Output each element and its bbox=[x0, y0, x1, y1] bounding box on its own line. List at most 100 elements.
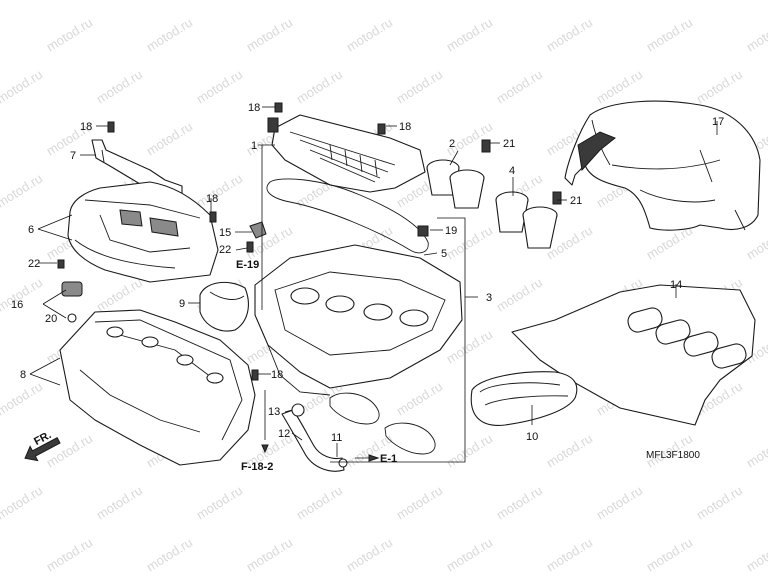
watermark-text: motod.ru bbox=[294, 67, 345, 107]
watermark-text: motod.ru bbox=[0, 171, 45, 211]
watermark-text: motod.ru bbox=[494, 0, 545, 3]
watermark-text: motod.ru bbox=[494, 483, 545, 523]
part-14-intake-plate bbox=[511, 284, 756, 426]
watermark-text: motod.ru bbox=[244, 15, 295, 55]
part-4b-funnels bbox=[495, 191, 558, 249]
callout-4: 4 bbox=[509, 165, 515, 177]
watermark-text: motod.ru bbox=[194, 483, 245, 523]
part-6-housing-cover bbox=[67, 181, 219, 283]
watermark-text: motod.ru bbox=[394, 67, 445, 107]
callout-22a: 22 bbox=[219, 244, 231, 256]
watermark-text: motod.ru bbox=[744, 15, 768, 55]
watermark-text: motod.ru bbox=[44, 535, 95, 575]
watermark-text: motod.ru bbox=[94, 0, 145, 3]
callout-21b: 21 bbox=[570, 195, 582, 207]
watermark-text: motod.ru bbox=[344, 15, 395, 55]
watermark-text: motod.ru bbox=[394, 483, 445, 523]
ref-e1: E-1 bbox=[380, 453, 397, 465]
watermark-text: motod.ru bbox=[594, 483, 645, 523]
callout-17: 17 bbox=[712, 116, 724, 128]
callout-10: 10 bbox=[526, 431, 538, 443]
part-seal-rings bbox=[329, 392, 436, 455]
callout-6: 6 bbox=[28, 224, 34, 236]
watermark-text: motod.ru bbox=[144, 535, 195, 575]
watermark-text: motod.ru bbox=[394, 379, 445, 419]
callout-15: 15 bbox=[219, 227, 231, 239]
callout-20: 20 bbox=[45, 313, 57, 325]
watermark-text: motod.ru bbox=[94, 483, 145, 523]
callout-9: 9 bbox=[179, 298, 185, 310]
diagram-code: MFL3F1800 bbox=[646, 450, 700, 461]
watermark-text: motod.ru bbox=[644, 15, 695, 55]
part-17-intake-duct bbox=[564, 100, 761, 231]
callout-21a: 21 bbox=[503, 138, 515, 150]
watermark-text: motod.ru bbox=[494, 67, 545, 107]
watermark-text: motod.ru bbox=[294, 483, 345, 523]
watermark-text: motod.ru bbox=[644, 535, 695, 575]
watermark-text: motod.ru bbox=[194, 0, 245, 3]
watermark-text: motod.ru bbox=[444, 431, 495, 471]
watermark-text: motod.ru bbox=[244, 535, 295, 575]
watermark-text: motod.ru bbox=[744, 223, 768, 263]
callout-12: 12 bbox=[278, 428, 290, 440]
watermark-text: motod.ru bbox=[744, 431, 768, 471]
callout-22b: 22 bbox=[28, 258, 40, 270]
watermark-text: motod.ru bbox=[494, 275, 545, 315]
part-16-sensor bbox=[61, 281, 83, 323]
watermark-text: motod.ru bbox=[44, 15, 95, 55]
watermark-text: motod.ru bbox=[694, 0, 745, 3]
watermark-text: motod.ru bbox=[694, 67, 745, 107]
front-direction-arrow: FR. bbox=[24, 429, 61, 462]
callout-5: 5 bbox=[441, 248, 447, 260]
callout-labels: 1 2 3 4 5 6 7 8 9 10 11 12 13 14 15 16 1… bbox=[11, 102, 724, 444]
callout-18d: 18 bbox=[206, 193, 218, 205]
watermark-text: motod.ru bbox=[544, 535, 595, 575]
callout-16: 16 bbox=[11, 299, 23, 311]
watermark-text: motod.ru bbox=[344, 535, 395, 575]
watermark-text: motod.ru bbox=[144, 119, 195, 159]
watermark-text: motod.ru bbox=[594, 0, 645, 3]
watermark-text: motod.ru bbox=[194, 67, 245, 107]
watermark-text: motod.ru bbox=[444, 15, 495, 55]
watermark-text: motod.ru bbox=[0, 0, 45, 3]
part-3-main-housing bbox=[254, 244, 463, 396]
watermark-text: motod.ru bbox=[194, 171, 245, 211]
callout-18e: 18 bbox=[271, 369, 283, 381]
part-15-sensor bbox=[249, 221, 267, 239]
watermark-text: motod.ru bbox=[294, 0, 345, 3]
part-7-bracket bbox=[91, 139, 183, 195]
watermark-text: motod.ru bbox=[544, 15, 595, 55]
callout-11: 11 bbox=[331, 432, 342, 444]
watermark-text: motod.ru bbox=[94, 67, 145, 107]
watermark-text: motod.ru bbox=[694, 483, 745, 523]
callout-13: 13 bbox=[268, 406, 280, 418]
watermark-text: motod.ru bbox=[544, 431, 595, 471]
ref-e19: E-19 bbox=[236, 259, 259, 271]
callout-1: 1 bbox=[251, 140, 257, 152]
watermark-text: motod.ru bbox=[94, 275, 145, 315]
part-10-duct-seal bbox=[470, 371, 578, 426]
watermark-text: motod.ru bbox=[744, 535, 768, 575]
callout-2: 2 bbox=[449, 138, 455, 150]
watermark-text: motod.ru bbox=[0, 379, 45, 419]
watermark-text: motod.ru bbox=[594, 67, 645, 107]
callout-18c: 18 bbox=[399, 121, 411, 133]
callout-8: 8 bbox=[20, 369, 26, 381]
group-brackets bbox=[261, 145, 466, 463]
leader-lines bbox=[29, 106, 718, 459]
part-1-air-filter bbox=[271, 114, 426, 193]
part-9-sleeve bbox=[199, 281, 249, 332]
part-2-funnels bbox=[426, 159, 485, 209]
watermark-text: motod.ru bbox=[0, 483, 45, 523]
callout-3: 3 bbox=[486, 292, 492, 304]
callout-18b: 18 bbox=[248, 102, 260, 114]
callout-19: 19 bbox=[445, 225, 457, 237]
reference-labels: E-19 F-18-2 E-1 bbox=[236, 259, 397, 473]
watermark-text: motod.ru bbox=[144, 15, 195, 55]
callout-14: 14 bbox=[670, 279, 682, 291]
watermark-text: motod.ru bbox=[394, 0, 445, 3]
watermark-text: motod.ru bbox=[444, 535, 495, 575]
bolt-set bbox=[57, 102, 562, 381]
part-4-seal-gasket bbox=[266, 178, 429, 254]
